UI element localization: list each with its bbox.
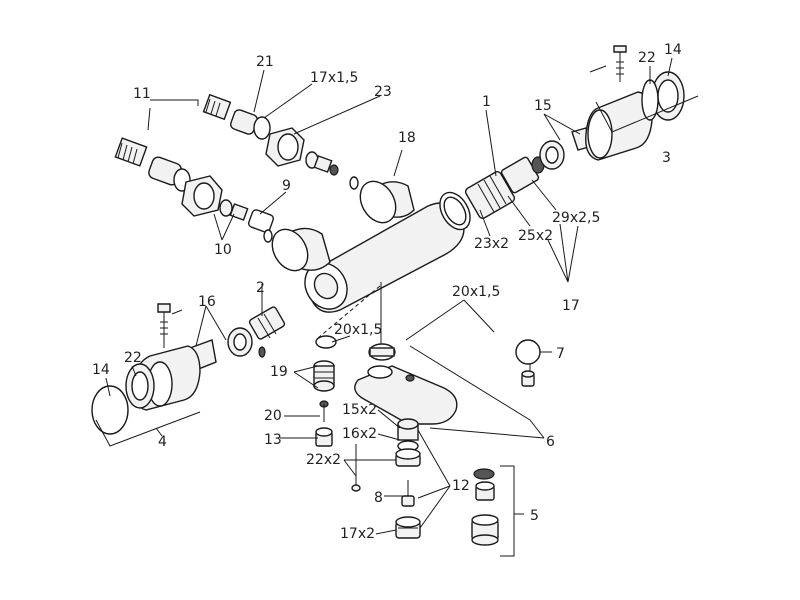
label-14-left: 14 bbox=[92, 362, 110, 378]
label-8: 8 bbox=[374, 490, 383, 506]
spout-assembly bbox=[313, 335, 458, 539]
label-22x2: 22x2 bbox=[306, 452, 341, 468]
label-23: 23 bbox=[374, 84, 392, 100]
thermostat-cartridge bbox=[464, 156, 545, 219]
label-5: 5 bbox=[530, 508, 539, 524]
label-17x2: 17x2 bbox=[340, 526, 375, 542]
label-6: 6 bbox=[546, 434, 555, 450]
label-13: 13 bbox=[264, 432, 282, 448]
label-9: 9 bbox=[282, 178, 291, 194]
label-1: 1 bbox=[482, 94, 491, 110]
label-20x15-b: 20x1,5 bbox=[334, 322, 382, 338]
label-21: 21 bbox=[256, 54, 274, 70]
upper-connector-set bbox=[202, 93, 359, 190]
label-10: 10 bbox=[214, 242, 232, 258]
label-17: 17 bbox=[562, 298, 580, 314]
button-part-7 bbox=[515, 339, 541, 387]
label-11: 11 bbox=[133, 86, 151, 102]
lower-connector-set bbox=[114, 137, 274, 243]
label-15x2: 15x2 bbox=[342, 402, 377, 418]
label-22-right: 22 bbox=[638, 50, 656, 66]
label-2: 2 bbox=[256, 280, 265, 296]
handle-assembly-right bbox=[539, 45, 699, 170]
label-23x2: 23x2 bbox=[474, 236, 509, 252]
label-16x2: 16x2 bbox=[342, 426, 377, 442]
label-19: 19 bbox=[270, 364, 288, 380]
label-18: 18 bbox=[398, 130, 416, 146]
label-3: 3 bbox=[662, 150, 671, 166]
label-25x2: 25x2 bbox=[518, 228, 553, 244]
label-14-right: 14 bbox=[664, 42, 682, 58]
label-7: 7 bbox=[556, 346, 565, 362]
leader-lines bbox=[105, 57, 673, 557]
label-20x15-a: 20x1,5 bbox=[452, 284, 500, 300]
handle-assembly-left bbox=[91, 303, 286, 447]
part-labels: 11 21 17x1,5 23 18 9 10 1 15 22 14 3 29x… bbox=[92, 42, 682, 542]
label-12: 12 bbox=[452, 478, 470, 494]
thermostat-body bbox=[271, 180, 471, 313]
aerator-set bbox=[471, 468, 499, 546]
label-16: 16 bbox=[198, 294, 216, 310]
label-17x15: 17x1,5 bbox=[310, 70, 358, 86]
label-4: 4 bbox=[158, 434, 167, 450]
label-22-left: 22 bbox=[124, 350, 142, 366]
label-20: 20 bbox=[264, 408, 282, 424]
label-29x25: 29x2,5 bbox=[552, 210, 600, 226]
label-15: 15 bbox=[534, 98, 552, 114]
